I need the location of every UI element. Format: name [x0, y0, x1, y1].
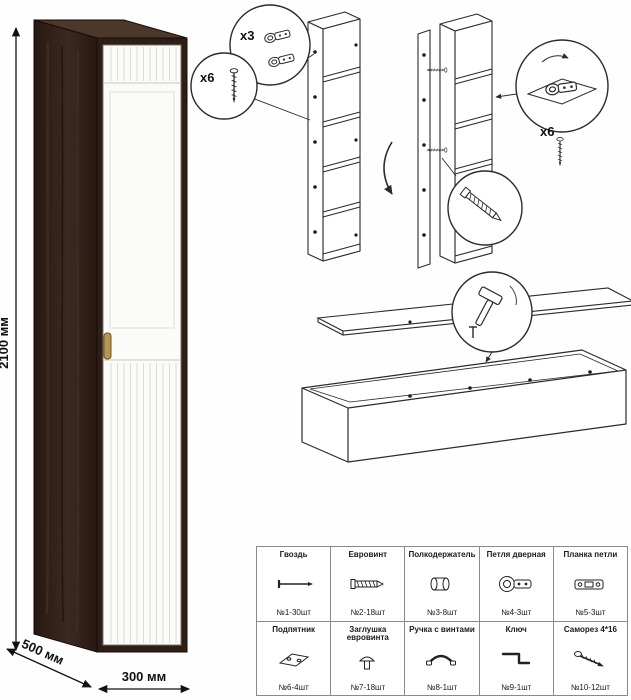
screw-cap-icon	[346, 650, 390, 676]
part-name: Евровинт	[348, 550, 388, 559]
part-name: Ключ	[505, 624, 527, 634]
euroscrew-icon	[346, 571, 390, 597]
door-top-bead-panel	[106, 47, 178, 81]
screw-hole-dots	[313, 43, 358, 237]
part-name: Полкодержатель	[408, 550, 476, 559]
wardrobe-handle	[103, 332, 112, 360]
hinge-qty-label: x3	[240, 28, 254, 43]
glide-icon	[272, 646, 316, 672]
screw-qty-label-left: x6	[200, 70, 214, 85]
height-dimension-label: 2100 мм	[0, 317, 11, 369]
part-name: Подпятник	[272, 624, 315, 634]
part-name: Заглушка евровинта	[346, 624, 389, 643]
carcass-left	[307, 11, 361, 262]
part-qty: №1-30шт	[276, 608, 311, 618]
nail-icon	[272, 571, 316, 597]
part-cell-shelf-pin: Полкодержатель №3-8шт	[405, 547, 479, 621]
hinge-plate-icon	[568, 571, 612, 597]
confirmat-screw-icon	[459, 186, 502, 222]
door-lower-bead-panel	[106, 363, 178, 643]
hex-key-icon	[494, 646, 538, 672]
hammer-icon	[475, 286, 503, 327]
screw-hole-dots	[408, 370, 592, 398]
part-cell-euroscrew: Евровинт №2-18шт	[331, 547, 405, 621]
part-cell-self-tapping-screw: Саморез 4*16 №10-12шт	[553, 621, 627, 695]
part-qty: №7-18шт	[350, 683, 386, 692]
part-cell-nail: Гвоздь №1-30шт	[257, 547, 331, 621]
rotate-arrow	[383, 141, 393, 195]
door-middle-panel	[109, 91, 175, 329]
parts-table: Гвоздь №1-30шт Евровинт №2-18ш	[256, 546, 628, 696]
callout-hammer	[451, 271, 533, 363]
callout-hinge-mounting	[495, 39, 609, 133]
callout-euroscrews-left: x6	[190, 52, 311, 121]
part-cell-handle: Ручка с винтами №8-1шт	[405, 621, 479, 695]
handle-icon	[420, 646, 464, 672]
part-cell-hex-key: Ключ №9-1шт	[479, 621, 553, 695]
screw-qty-label-right: x6	[540, 124, 554, 139]
part-name: Планка петли	[563, 550, 618, 559]
wardrobe-door	[102, 44, 182, 646]
part-name: Петля дверная	[486, 550, 546, 559]
wardrobe-illustration: 2100 мм 500 мм 300 мм	[0, 19, 191, 694]
part-qty: №6-4шт	[278, 682, 309, 692]
part-cell-hinge-plate: Планка петли №5-3шт	[553, 547, 627, 621]
part-cell-glide: Подпятник №6-4шт	[257, 621, 331, 695]
part-qty: №9-1шт	[501, 682, 532, 692]
door-hinge-icon	[494, 571, 538, 597]
part-name: Гвоздь	[279, 550, 308, 559]
part-qty: №4-3шт	[501, 608, 532, 618]
part-cell-door-hinge: Петля дверная №4-3шт	[479, 547, 553, 621]
width-dimension: 300 мм	[97, 669, 191, 694]
cabinet-box	[301, 349, 627, 463]
part-name: Ручка с винтами	[409, 624, 475, 634]
part-qty: №8-1шт	[426, 682, 458, 692]
part-qty: №3-8шт	[426, 608, 458, 618]
part-qty: №5-3шт	[575, 608, 606, 618]
assembly-diagram: x3 x6 x6	[190, 4, 631, 463]
shelf-pin-icon	[420, 571, 464, 597]
self-tapping-screw-icon	[568, 646, 612, 672]
screw-icon	[556, 136, 564, 167]
carcass-right	[417, 13, 493, 269]
part-qty: №2-18шт	[350, 608, 386, 618]
height-dimension: 2100 мм	[0, 26, 21, 652]
part-qty: №10-12шт	[570, 682, 610, 692]
width-dimension-label: 300 мм	[122, 669, 167, 684]
part-name: Саморез 4*16	[563, 624, 617, 634]
part-cell-screw-cap: Заглушка евровинта №7-18шт	[331, 621, 405, 695]
callout-confirmat	[441, 157, 523, 246]
